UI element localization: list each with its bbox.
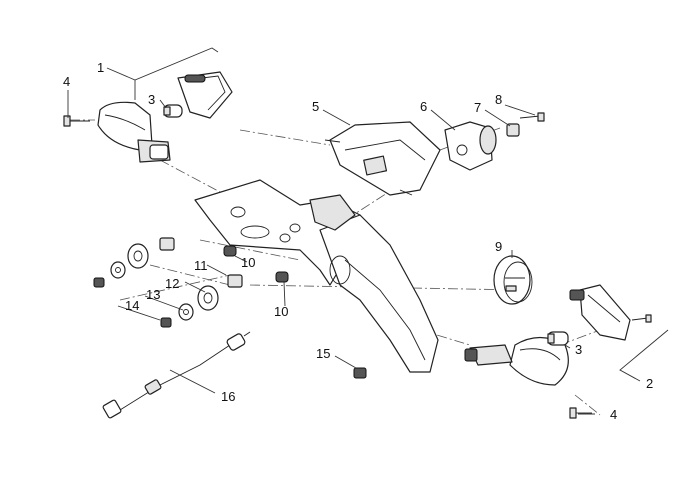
left-indicator-assembly xyxy=(97,71,233,163)
callout-4-left: 4 xyxy=(63,74,70,89)
callout-11: 11 xyxy=(194,258,208,273)
nut-15 xyxy=(353,367,367,379)
nut-14b xyxy=(160,317,172,328)
right-indicator-assembly xyxy=(464,284,631,386)
plate-light-housing xyxy=(324,121,441,196)
callout-3-left: 3 xyxy=(148,92,155,107)
washer-13a xyxy=(110,261,126,279)
callout-1: 1 xyxy=(97,60,104,75)
callout-5: 5 xyxy=(312,99,319,114)
bush-11a xyxy=(159,237,175,251)
callout-6: 6 xyxy=(420,99,427,114)
callout-3-right: 3 xyxy=(575,342,582,357)
grommet-10b xyxy=(275,271,289,283)
callout-4-right: 4 xyxy=(610,407,617,422)
callout-8: 8 xyxy=(495,92,502,107)
callouts: 1 2 3 3 4 4 5 6 7 8 9 10 10 11 12 13 14 … xyxy=(63,60,653,422)
screw-right-bottom xyxy=(569,407,592,419)
bulb-right xyxy=(547,331,569,346)
callout-2: 2 xyxy=(646,376,653,391)
rubber-12a xyxy=(127,243,149,269)
bulb-left xyxy=(163,104,183,118)
callout-7: 7 xyxy=(474,100,481,115)
spacer-7 xyxy=(506,123,520,137)
grommet-10a xyxy=(223,245,237,257)
screw-8 xyxy=(519,112,545,122)
callout-13: 13 xyxy=(146,287,160,302)
lens-disc xyxy=(493,255,533,305)
callout-16: 16 xyxy=(221,389,235,404)
washer-13b xyxy=(178,303,194,321)
callout-9: 9 xyxy=(495,239,502,254)
leader-lines xyxy=(67,47,669,415)
callout-14: 14 xyxy=(125,298,139,313)
rear-bracket xyxy=(194,179,439,373)
callout-10-upper: 10 xyxy=(241,255,255,270)
nut-14a xyxy=(93,277,105,288)
lamp-bracket xyxy=(444,121,497,171)
wiring-harness xyxy=(102,331,251,419)
screw-right-top xyxy=(631,314,652,323)
callout-12: 12 xyxy=(165,276,179,291)
callout-10-lower: 10 xyxy=(274,304,288,319)
callout-15: 15 xyxy=(316,346,330,361)
rubber-12b xyxy=(197,285,219,311)
bush-11b xyxy=(227,274,243,288)
screw-left xyxy=(63,115,90,127)
